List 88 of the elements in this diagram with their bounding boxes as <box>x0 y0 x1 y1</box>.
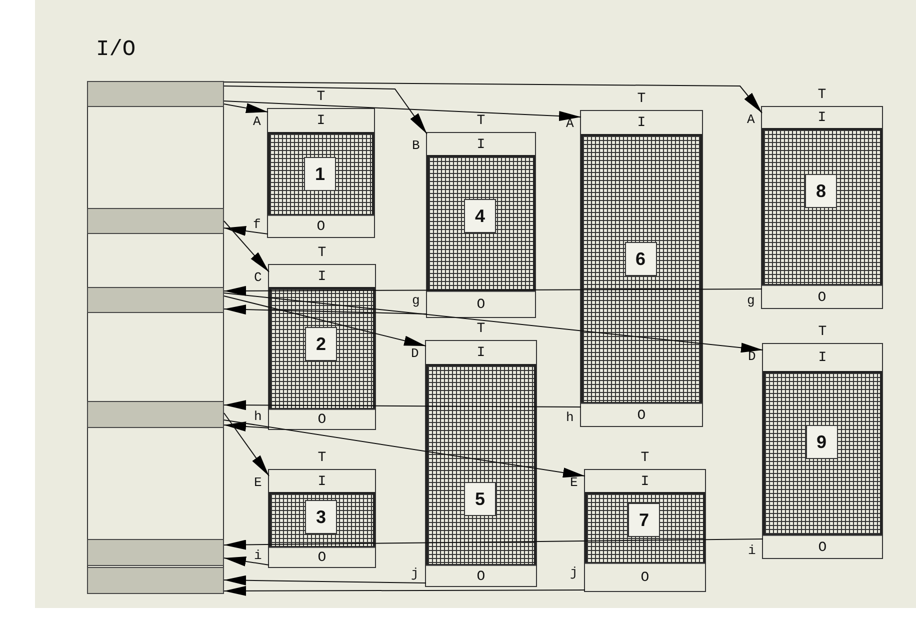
io-slot <box>87 208 224 234</box>
module-label: T <box>318 451 326 465</box>
output-label: O <box>818 540 827 554</box>
input-label: I <box>637 116 646 130</box>
arrow <box>224 421 270 432</box>
io-slot <box>87 401 224 428</box>
arrow <box>224 220 270 272</box>
port-letter: E <box>254 477 262 489</box>
output-label: O <box>637 408 646 422</box>
arrow <box>224 412 270 476</box>
io-heading: I/O <box>96 38 136 62</box>
number-tag: 6 <box>624 242 656 276</box>
arrow <box>224 586 586 596</box>
module-label: T <box>818 88 826 102</box>
arrow <box>224 286 762 296</box>
module-label: T <box>476 114 486 128</box>
port-letter: B <box>412 140 420 152</box>
port-letter: f <box>253 219 261 231</box>
hatched-area <box>269 492 375 548</box>
port-letter: A <box>747 114 755 126</box>
port-letter: g <box>747 295 755 307</box>
port-letter: A <box>566 118 574 130</box>
arrow <box>224 400 582 410</box>
input-label: I <box>818 111 826 125</box>
hatched-area <box>269 287 375 410</box>
hatched-area <box>268 132 374 216</box>
arrow <box>224 82 762 114</box>
port-letter: i <box>748 545 756 557</box>
arrow <box>224 292 764 353</box>
output-label: O <box>316 220 326 234</box>
arrow <box>224 575 426 586</box>
hatched-area <box>585 492 705 564</box>
port-letter: j <box>411 568 419 580</box>
module-label: T <box>316 90 326 104</box>
input-label: I <box>818 351 827 365</box>
io-slot <box>87 567 224 594</box>
arrow <box>224 538 764 550</box>
output-label: O <box>318 413 326 427</box>
number-tag: 1 <box>304 157 336 191</box>
hatched-area <box>426 364 536 566</box>
input-label: I <box>476 346 486 360</box>
number-tag: 7 <box>628 503 660 537</box>
number-tag: 3 <box>305 500 337 534</box>
input-label: I <box>316 114 326 128</box>
number-tag: 4 <box>464 199 496 233</box>
number-tag: 9 <box>806 425 838 459</box>
hatched-area <box>581 134 702 404</box>
port-letter: E <box>570 477 578 489</box>
arrow <box>224 304 428 315</box>
port-letter: D <box>411 348 419 360</box>
io-slot <box>87 539 224 566</box>
port-letter: D <box>748 351 756 363</box>
port-letter: h <box>254 411 262 423</box>
arrow <box>224 226 268 236</box>
arrow <box>224 420 586 478</box>
output-label: O <box>640 571 650 585</box>
output-label: O <box>318 551 326 565</box>
io-slot <box>87 287 224 313</box>
output-label: O <box>818 290 826 304</box>
port-letter: h <box>566 412 574 424</box>
port-letter: i <box>254 550 262 562</box>
input-label: I <box>318 474 326 488</box>
arrow <box>224 556 270 566</box>
port-letter: g <box>412 295 420 307</box>
port-letter: A <box>253 116 261 128</box>
number-tag: 2 <box>305 327 337 361</box>
module-label: T <box>318 246 326 260</box>
output-label: O <box>476 570 486 584</box>
input-label: I <box>640 474 650 488</box>
hatched-area <box>427 155 535 292</box>
module-label: T <box>818 325 827 339</box>
arrow <box>224 100 582 121</box>
hatched-area <box>763 371 882 536</box>
input-label: I <box>476 138 486 152</box>
module-label: T <box>640 451 650 465</box>
port-letter: j <box>570 567 578 579</box>
module-label: T <box>637 92 646 106</box>
arrow <box>224 86 428 134</box>
hatched-area <box>762 128 882 286</box>
arrow <box>224 296 426 346</box>
module-label: T <box>476 322 486 336</box>
port-letter: C <box>254 272 262 284</box>
input-label: I <box>318 270 326 284</box>
io-slot <box>87 81 224 107</box>
arrow <box>224 103 268 113</box>
output-label: O <box>476 298 486 312</box>
number-tag: 8 <box>805 174 837 208</box>
number-tag: 5 <box>464 482 496 516</box>
